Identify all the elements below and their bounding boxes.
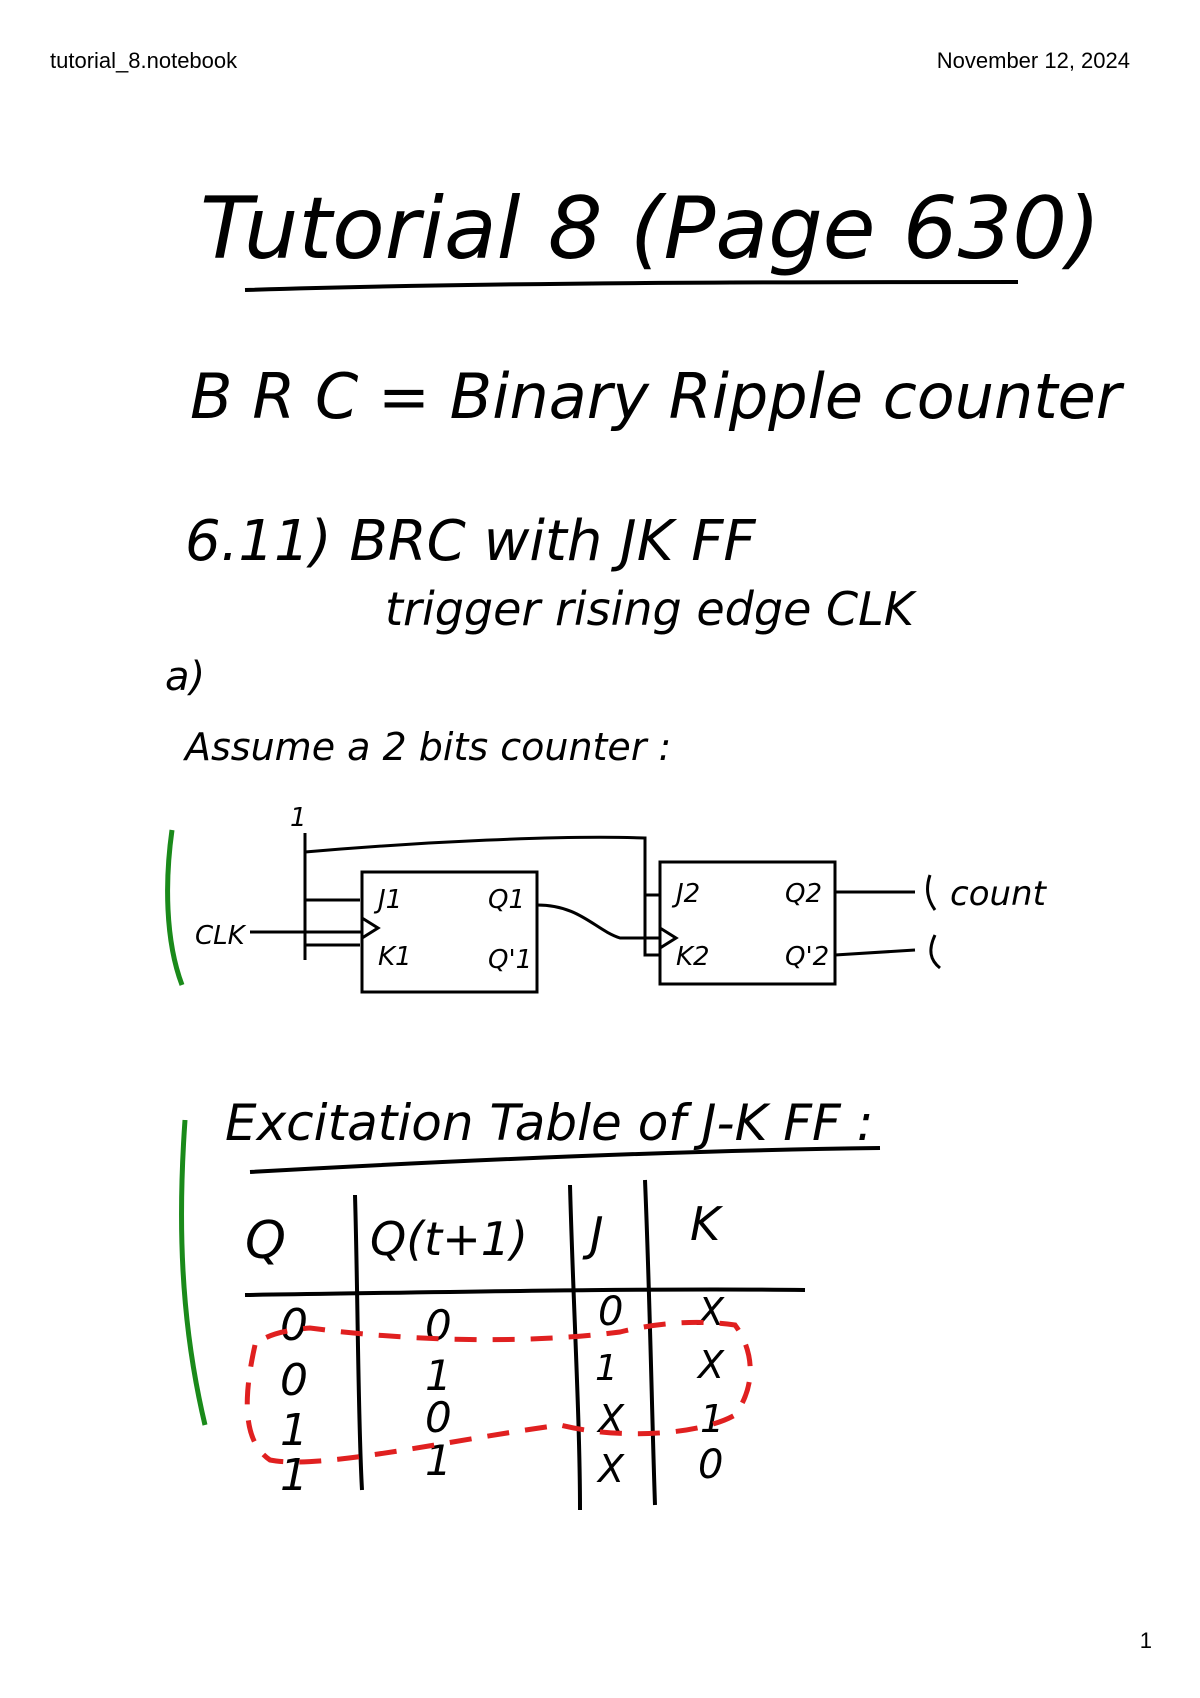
clk-label: CLK	[195, 921, 247, 951]
ff2-clock-triangle	[658, 925, 679, 951]
page-number: 1	[1139, 1628, 1152, 1653]
page-title: Tutorial 8 (Page 630)	[200, 179, 1101, 279]
logic-one-label: 1	[290, 803, 307, 833]
problem-text: 6.11) BRC with JK FF	[185, 509, 756, 574]
table-cell-r2-j: 1	[595, 1348, 618, 1389]
table-header-q: Q	[245, 1211, 286, 1271]
ff2-q-label: Q2	[785, 879, 822, 909]
ff2-qn-label: Q'2	[785, 942, 829, 972]
title-underline	[244, 280, 1019, 292]
table-cell-r2-k: X	[696, 1343, 725, 1387]
table-cell-r3-qnext: 0	[425, 1393, 452, 1442]
table-cell-r4-qnext: 1	[425, 1436, 452, 1485]
table-cell-r1-j: 0	[598, 1289, 623, 1335]
excitation-title-underline	[249, 1146, 881, 1174]
ff2-k-label: K2	[676, 942, 710, 972]
table-cell-r2-q: 0	[280, 1355, 308, 1406]
ff1-q-label: Q1	[488, 885, 525, 915]
table-header-rule	[244, 1287, 806, 1297]
table-cell-r1-k: X	[696, 1290, 725, 1334]
problem-subtext: trigger rising edge CLK	[385, 582, 918, 636]
count-label: count	[950, 874, 1048, 914]
table-divider-3	[643, 1179, 657, 1506]
table-header-qnext: Q(t+1)	[370, 1212, 528, 1266]
ff2-j-label: J2	[671, 879, 700, 909]
ff1-clock-triangle	[360, 915, 381, 941]
excitation-title: Excitation Table of J-K FF :	[225, 1094, 874, 1152]
assume-text: Assume a 2 bits counter :	[182, 725, 671, 769]
table-header-k: K	[690, 1197, 724, 1251]
table-cell-r4-k: 0	[698, 1442, 723, 1488]
table-divider-2	[568, 1184, 582, 1511]
ff1-k-label: K1	[378, 942, 412, 972]
ff1-j-label: J1	[373, 885, 402, 915]
table-bracket	[179, 1119, 208, 1426]
excitation-table	[244, 1179, 806, 1511]
header-filename: tutorial_8.notebook	[50, 48, 238, 73]
part-label: a)	[165, 654, 205, 700]
circuit-bracket	[165, 829, 185, 986]
table-cell-r1-q: 0	[280, 1300, 308, 1351]
circuit-diagram: 1 J1 K1 Q1 Q'1 CLK J2 K2 Q2 Q'2 count	[195, 803, 1048, 994]
table-cell-r3-q: 1	[280, 1405, 308, 1456]
table-header-j: J	[582, 1207, 604, 1261]
ff2-box	[658, 860, 837, 986]
highlight-loop	[244, 1319, 753, 1465]
table-cell-r1-qnext: 0	[425, 1301, 452, 1350]
table-cell-r2-qnext: 1	[425, 1351, 452, 1400]
table-cell-r4-q: 1	[280, 1450, 308, 1501]
ff1-qn-label: Q'1	[488, 945, 532, 975]
header-date: November 12, 2024	[936, 48, 1130, 73]
table-divider-1	[353, 1194, 364, 1491]
definition-text: B R C = Binary Ripple counter	[190, 360, 1125, 433]
table-cell-r3-k: 1	[700, 1397, 724, 1441]
table-cell-r4-j: X	[596, 1447, 625, 1491]
